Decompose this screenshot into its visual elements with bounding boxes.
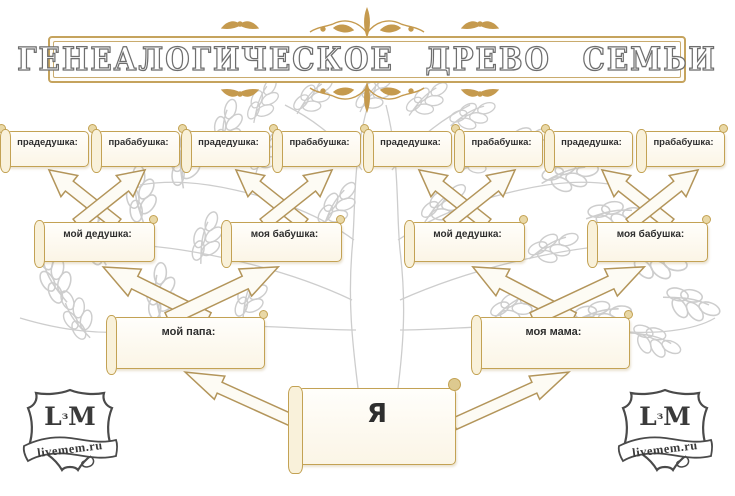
banner-grandmother-maternal: моя бабушка:: [587, 215, 711, 268]
banner-label: мой дедушка:: [63, 229, 132, 240]
banner-label: прадедушка:: [17, 137, 78, 148]
banner-great-grandfather-4: прадедушка:: [541, 124, 633, 173]
scroll-roll: [544, 129, 555, 173]
name-fill-area[interactable]: [108, 152, 171, 162]
name-fill-area[interactable]: [238, 243, 333, 257]
scroll-roll: [363, 129, 374, 173]
name-fill-area[interactable]: [421, 243, 516, 257]
logo-monogram: LзM: [44, 402, 96, 431]
scroll-curl-icon: [149, 215, 158, 224]
scroll-curl-icon: [336, 215, 345, 224]
scroll-roll: [636, 129, 647, 173]
banner-mother: моя мама:: [471, 310, 633, 375]
name-fill-area[interactable]: [488, 338, 621, 364]
banner-great-grandmother-1: прабабушка:: [88, 124, 180, 173]
scroll-curl-icon: [259, 310, 268, 319]
scroll-curl-icon: [719, 124, 728, 133]
name-fill-area[interactable]: [123, 338, 256, 364]
scroll-roll: [587, 220, 598, 268]
scroll-roll: [221, 220, 232, 268]
banner-label: моя бабушка:: [250, 229, 319, 240]
title-banner: ГЕНЕАЛОГИЧЕСКОЕ ДРЕВО СЕМЬИ: [17, 36, 716, 83]
scroll-roll: [471, 315, 482, 375]
banner-father: мой папа:: [106, 310, 268, 375]
banner-grandfather-maternal: мой дедушка:: [404, 215, 528, 268]
banner-label: моя бабушка:: [616, 229, 685, 240]
name-fill-area[interactable]: [51, 243, 146, 257]
banner-label: мой папа:: [161, 326, 216, 338]
banner-label: прабабушка:: [289, 137, 350, 148]
scroll-roll: [181, 129, 192, 173]
banner-grandfather-paternal: мой дедушка:: [34, 215, 158, 268]
name-fill-area[interactable]: [17, 152, 80, 162]
title-inner-frame: ГЕНЕАЛОГИЧЕСКОЕ ДРЕВО СЕМЬИ: [17, 40, 716, 78]
banner-label: прабабушка:: [653, 137, 714, 148]
livemem-logo-right: LзM livemem.ru: [615, 386, 715, 486]
banner-great-grandmother-3: прабабушка:: [451, 124, 543, 173]
banner-label: прадедушка:: [561, 137, 622, 148]
banner-great-grandmother-4: прабабушка:: [636, 124, 728, 173]
banner-label: моя мама:: [525, 326, 582, 338]
banner-label: прадедушка:: [198, 137, 259, 148]
scroll-curl-icon: [702, 215, 711, 224]
name-fill-area[interactable]: [289, 152, 352, 162]
scroll-roll: [34, 220, 45, 268]
banner-great-grandfather-1: прадедушка:: [0, 124, 89, 173]
page-title: ГЕНЕАЛОГИЧЕСКОЕ ДРЕВО СЕМЬИ: [17, 40, 717, 78]
scroll-roll: [0, 129, 11, 173]
banner-label: прабабушка:: [471, 137, 532, 148]
scroll-roll: [272, 129, 283, 173]
banner-label: Я: [366, 399, 388, 429]
banner-label: прадедушка:: [380, 137, 441, 148]
scroll-curl-icon: [519, 215, 528, 224]
scroll-roll: [404, 220, 415, 268]
banner-grandmother-paternal: моя бабушка:: [221, 215, 345, 268]
logo-monogram: LзM: [639, 402, 691, 431]
banner-label: прабабушка:: [108, 137, 169, 148]
name-fill-area[interactable]: [561, 152, 624, 162]
banner-great-grandfather-2: прадедушка:: [178, 124, 270, 173]
name-fill-area[interactable]: [471, 152, 534, 162]
name-fill-area[interactable]: [653, 152, 716, 162]
scroll-roll: [91, 129, 102, 173]
name-fill-area[interactable]: [604, 243, 699, 257]
banner-label: мой дедушка:: [433, 229, 502, 240]
banner-great-grandfather-3: прадедушка:: [360, 124, 452, 173]
scroll-roll: [454, 129, 465, 173]
banner-self: Я: [288, 378, 461, 474]
banner-great-grandmother-2: прабабушка:: [269, 124, 361, 173]
shield-icon: [22, 388, 119, 472]
name-fill-area[interactable]: [198, 152, 261, 162]
shield-icon: [617, 388, 714, 472]
scroll-roll: [288, 386, 303, 474]
scroll-roll: [106, 315, 117, 375]
scroll-curl-icon: [624, 310, 633, 319]
livemem-logo-left: LзM livemem.ru: [20, 386, 120, 486]
scroll-curl-icon: [448, 378, 461, 391]
name-fill-area[interactable]: [380, 152, 443, 162]
